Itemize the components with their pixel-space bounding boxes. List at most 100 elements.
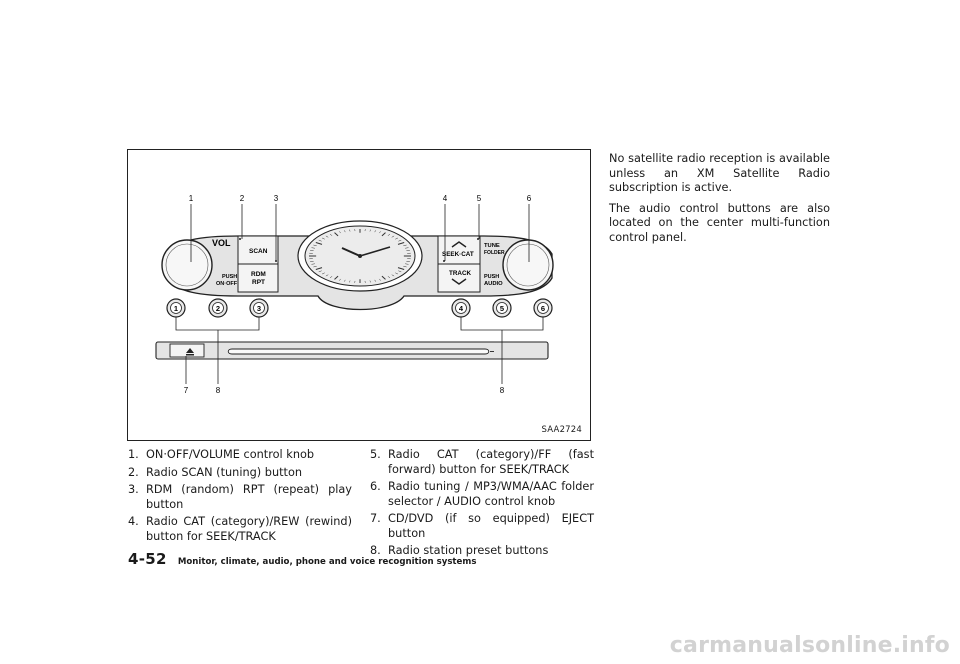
folder-label: FOLDER: [484, 250, 505, 256]
clock-tick: [318, 239, 322, 242]
legend-number: 8.: [370, 544, 381, 557]
clock-tick: [321, 237, 325, 240]
clock-tick: [397, 267, 405, 270]
volume-knob: [161, 239, 213, 291]
clock-tick: [391, 274, 395, 277]
page-footer: 4-52 Monitor, climate, audio, phone and …: [128, 549, 476, 568]
callout-2: 2: [240, 194, 245, 203]
clock-tick: [374, 230, 376, 233]
clock-tick: [334, 275, 339, 280]
callout-5: 5: [477, 194, 482, 203]
clock-tick: [349, 280, 351, 283]
clock-tick: [403, 244, 407, 247]
callout-1: 1: [189, 194, 194, 203]
watermark: carmanualsonline.info: [669, 633, 950, 658]
legend-number: 3.: [128, 483, 139, 496]
legend-number: 6.: [370, 480, 381, 493]
clock-tick: [311, 247, 315, 249]
clock-tick: [313, 244, 317, 247]
callout-3: 3: [274, 194, 279, 203]
clock-tick: [344, 279, 346, 282]
callout-8-right: 8: [500, 386, 505, 395]
legend-column-left: 1. ON·OFF/VOLUME control knob 2. Radio S…: [128, 448, 352, 547]
chevron-up-icon: [451, 241, 467, 248]
clock-tick: [379, 278, 381, 281]
side-text: No satellite radio reception is availabl…: [609, 152, 830, 251]
body-paragraph: No satellite radio reception is availabl…: [609, 152, 830, 194]
page-number: 4-52: [128, 550, 167, 568]
clock-tick: [325, 274, 329, 277]
clock-tick: [339, 278, 341, 281]
chapter-title: Monitor, climate, audio, phone and voice…: [177, 557, 477, 567]
clock-ticks: [309, 229, 411, 283]
legend-number: 7.: [370, 512, 381, 525]
legend-item: 1. ON·OFF/VOLUME control knob: [128, 448, 352, 463]
legend-item: 7. CD/DVD (if so equipped) EJECT button: [370, 512, 594, 541]
legend-item: 3. RDM (random) RPT (repeat) play button: [128, 483, 352, 512]
eject-icon: [186, 348, 194, 356]
track-label: TRACK: [449, 270, 471, 277]
clock-tick: [395, 237, 399, 240]
clock-tick: [329, 276, 333, 279]
legend-text: Radio CAT (category)/REW (rewind) button…: [146, 515, 352, 543]
leader-lines: [185, 204, 530, 384]
preset-button-1: 1: [166, 298, 186, 318]
callout-8-left: 8: [216, 386, 221, 395]
clock-tick: [315, 267, 323, 270]
legend-text: Radio station preset buttons: [388, 544, 549, 557]
rpt-label: RPT: [252, 279, 265, 286]
legend-text: CD/DVD (if so equipped) EJECT button: [388, 512, 594, 540]
legend-item: 2. Radio SCAN (tuning) button: [128, 466, 352, 481]
clock-tick: [349, 229, 351, 232]
svg-text:6: 6: [541, 304, 545, 313]
track-button: [437, 263, 481, 293]
legend-text: RDM (random) RPT (repeat) play button: [146, 483, 352, 511]
scan-label: SCAN: [249, 248, 268, 255]
clock-tick: [369, 229, 371, 232]
preset-button-2: 2: [208, 298, 228, 318]
vol-label: VOL: [212, 238, 231, 248]
clock-tick: [387, 233, 391, 236]
clock-tick: [318, 270, 322, 273]
preset-button-4: 4: [451, 298, 471, 318]
audio-panel-illustration: VOL PUSH ON·OFF SCAN RDM RPT SEEK·CAT TR…: [155, 194, 554, 395]
legend-number: 1.: [128, 448, 139, 461]
clock-tick: [405, 247, 409, 249]
clock-tick: [398, 239, 402, 242]
seek-cat-label: SEEK·CAT: [442, 251, 474, 258]
clock-tick: [381, 275, 386, 280]
push-audio-label: PUSH: [484, 274, 499, 280]
clock-tick: [403, 265, 407, 268]
svg-text:5: 5: [500, 304, 504, 313]
tune-label: TUNE: [484, 243, 500, 249]
callout-7: 7: [184, 386, 189, 395]
callout-6: 6: [527, 194, 532, 203]
legend-number: 5.: [370, 448, 381, 461]
tune-audio-knob: [502, 239, 554, 291]
preset-button-5: 5: [492, 298, 512, 318]
clock-tick: [315, 242, 323, 245]
eject-button: [169, 343, 205, 358]
figure-code: SAA2724: [541, 425, 582, 435]
audio-label: AUDIO: [484, 281, 503, 287]
clock-tick: [391, 235, 395, 238]
clock-tick: [405, 263, 409, 265]
scan-button: [237, 235, 279, 265]
clock-tick: [334, 232, 339, 237]
legend-text: Radio SCAN (tuning) button: [146, 465, 303, 479]
legend-item: 4. Radio CAT (category)/REW (rewind) but…: [128, 515, 352, 544]
legend-item: 8. Radio station preset buttons: [370, 544, 594, 559]
push-label: PUSH: [222, 274, 237, 280]
clock-tick: [311, 263, 315, 265]
legend-column-right: 5. Radio CAT (category)/FF (fast forward…: [370, 448, 594, 562]
legend-number: 4.: [128, 515, 139, 528]
clock-tick: [313, 265, 317, 268]
legend-item: 6. Radio tuning / MP3/WMA/AAC folder sel…: [370, 480, 594, 509]
svg-text:4: 4: [459, 304, 464, 313]
on-off-label: ON·OFF: [216, 281, 238, 287]
legend-number: 2.: [128, 465, 139, 479]
legend-text: Radio CAT (category)/FF (fast forward) b…: [388, 448, 594, 476]
seek-cat-button: [437, 235, 481, 265]
clock-tick: [398, 270, 402, 273]
legend-text: Radio tuning / MP3/WMA/AAC folder select…: [388, 480, 594, 508]
